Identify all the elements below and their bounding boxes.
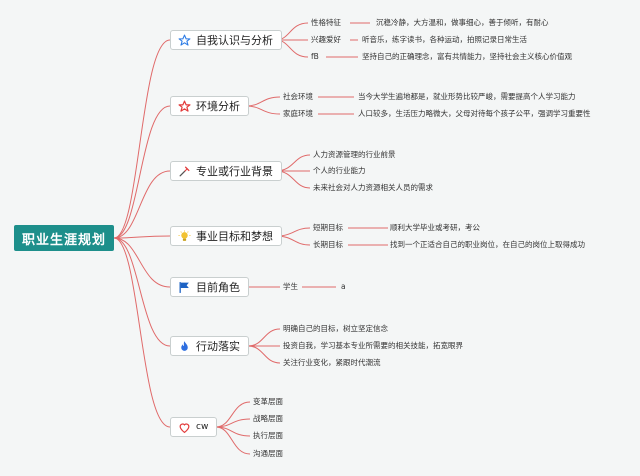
- leaf-item: 执行层面: [253, 431, 283, 440]
- leaf-key: 学生: [283, 282, 298, 291]
- branch-goals-dreams[interactable]: 事业目标和梦想: [170, 226, 282, 246]
- leaf-item: 战略层面: [253, 414, 283, 423]
- branch-action-plan[interactable]: 行动落实: [170, 336, 249, 356]
- branch-current-role[interactable]: 目前角色: [170, 277, 249, 297]
- leaf-key: 性格特征: [311, 18, 341, 27]
- leaf-item: 变革层面: [253, 397, 283, 406]
- leaf-item: 明确自己的目标，树立坚定信念: [283, 324, 388, 333]
- leaf-key: 兴趣爱好: [311, 35, 341, 44]
- leaf-key: 社会环境: [283, 92, 313, 101]
- leaf-value: 人口较多，生活压力略微大，父母对待每个孩子公平，强调学习重要性: [358, 109, 591, 118]
- flame-icon: [177, 339, 191, 353]
- root-node[interactable]: 职业生涯规划: [14, 225, 114, 251]
- branch-label: cw: [196, 422, 209, 432]
- leaf-value: 沉稳冷静，大方温和，做事细心，善于倾听，有耐心: [376, 18, 549, 27]
- leaf-key: 长期目标: [313, 240, 343, 249]
- leaf-value: 找到一个正适合自己的职业岗位，在自己的岗位上取得成功: [390, 240, 585, 249]
- leaf-item: 个人的行业能力: [313, 166, 366, 175]
- star-red-icon: [177, 99, 191, 113]
- heart-outline-icon: [177, 420, 191, 434]
- leaf-value: 顺利大学毕业或考研，考公: [390, 223, 480, 232]
- star-outline-icon: [177, 33, 191, 47]
- branch-label: 行动落实: [196, 340, 240, 353]
- lightbulb-icon: [177, 229, 191, 243]
- leaf-item: 投资自我，学习基本专业所需要的相关技能，拓宽眼界: [283, 341, 463, 350]
- branch-label: 目前角色: [196, 281, 240, 294]
- branch-major-background[interactable]: 专业或行业背景: [170, 161, 282, 181]
- leaf-key: fB: [311, 52, 319, 61]
- branch-label: 专业或行业背景: [196, 165, 273, 178]
- tools-icon: [177, 164, 191, 178]
- leaf-item: 沟通层面: [253, 449, 283, 458]
- branch-label: 环境分析: [196, 100, 240, 113]
- flag-icon: [177, 280, 191, 294]
- leaf-item: 关注行业变化，紧跟时代潮流: [283, 358, 381, 367]
- branch-self-analysis[interactable]: 自我认识与分析: [170, 30, 282, 50]
- leaf-key: 短期目标: [313, 223, 343, 232]
- branch-label: 自我认识与分析: [196, 34, 273, 47]
- leaf-value: 当今大学生遍地都是，就业形势比较严峻，需要提高个人学习能力: [358, 92, 576, 101]
- leaf-value: 听音乐，练字读书，各种运动，拍照记录日常生活: [362, 35, 527, 44]
- leaf-key: 家庭环境: [283, 109, 313, 118]
- leaf-item: 人力资源管理的行业前景: [313, 150, 396, 159]
- leaf-item: 未来社会对人力资源相关人员的需求: [313, 183, 433, 192]
- branch-environment[interactable]: 环境分析: [170, 96, 249, 116]
- leaf-value: 坚持自己的正确理念，富有共情能力，坚持社会主义核心价值观: [362, 52, 572, 61]
- branch-cw[interactable]: cw: [170, 417, 218, 437]
- leaf-value: a: [341, 282, 346, 291]
- branch-label: 事业目标和梦想: [196, 230, 273, 243]
